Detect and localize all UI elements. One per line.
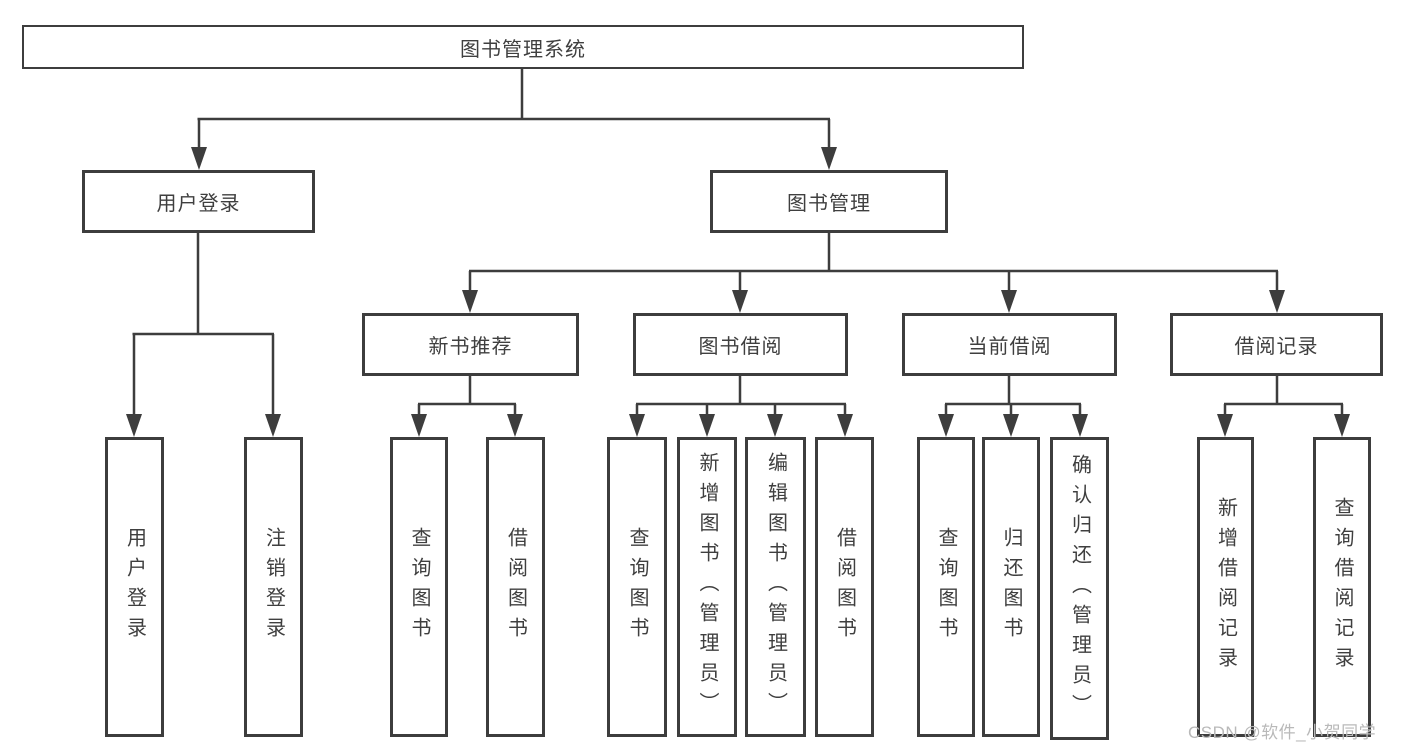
leaf-query-borrow-record: 查询借阅记录 xyxy=(1313,437,1371,737)
leaf-confirm-return-admin: 确认归还（管理员） xyxy=(1050,437,1109,740)
node-user-login-group: 用户登录 xyxy=(82,170,315,233)
node-label: 新增借阅记录 xyxy=(1214,497,1237,677)
leaf-add-borrow-record: 新增借阅记录 xyxy=(1197,437,1254,737)
node-label: 借阅记录 xyxy=(1234,336,1319,358)
node-label: 借阅图书 xyxy=(833,527,856,647)
node-new-book-recommend: 新书推荐 xyxy=(362,313,579,376)
leaf-logout-login: 注销登录 xyxy=(244,437,303,737)
connector-root xyxy=(191,68,837,170)
node-library-system: 图书管理系统 xyxy=(22,25,1024,69)
node-label: 图书管理系统 xyxy=(460,38,586,61)
leaf-current-query-books: 查询图书 xyxy=(917,437,975,737)
node-book-management: 图书管理 xyxy=(710,170,948,233)
connector-current-borrowing xyxy=(938,376,1088,437)
leaf-user-login: 用户登录 xyxy=(105,437,164,737)
node-label: 图书管理 xyxy=(787,193,871,215)
node-label: 新书推荐 xyxy=(428,336,513,358)
node-label: 归还图书 xyxy=(1000,527,1022,647)
leaf-edit-book-admin: 编辑图书（管理员） xyxy=(745,437,806,737)
node-label: 编辑图书（管理员） xyxy=(764,452,787,722)
leaf-add-book-admin: 新增图书（管理员） xyxy=(677,437,737,737)
node-book-borrowing: 图书借阅 xyxy=(633,313,848,376)
node-label: 确认归还（管理员） xyxy=(1068,453,1091,724)
node-label: 查询图书 xyxy=(408,527,430,647)
node-current-borrowing: 当前借阅 xyxy=(902,313,1117,376)
leaf-borrowing-borrow-books: 借阅图书 xyxy=(815,437,874,737)
connector-borrowing-records xyxy=(1217,376,1350,437)
node-label: 注销登录 xyxy=(262,527,285,647)
node-label: 图书借阅 xyxy=(698,336,783,358)
connector-book-borrowing xyxy=(629,376,853,437)
leaf-recommend-query-books: 查询图书 xyxy=(390,437,448,737)
node-label: 查询图书 xyxy=(626,527,648,647)
node-label: 新增图书（管理员） xyxy=(696,452,718,722)
leaf-return-books: 归还图书 xyxy=(982,437,1040,737)
csdn-watermark: CSDN @软件_小贺同学 xyxy=(1188,723,1377,742)
node-label: 查询图书 xyxy=(935,527,957,647)
node-label: 当前借阅 xyxy=(967,336,1052,358)
connector-new-book-recommend xyxy=(411,376,523,437)
leaf-recommend-borrow-books: 借阅图书 xyxy=(486,437,545,737)
node-label: 查询借阅记录 xyxy=(1331,497,1353,677)
connector-user-login xyxy=(126,233,281,437)
node-borrowing-records: 借阅记录 xyxy=(1170,313,1383,376)
node-label: 用户登录 xyxy=(156,193,241,215)
node-label: 用户登录 xyxy=(123,527,146,647)
leaf-borrowing-query-books: 查询图书 xyxy=(607,437,667,737)
node-label: 借阅图书 xyxy=(504,527,527,647)
connector-book-management xyxy=(462,233,1285,313)
